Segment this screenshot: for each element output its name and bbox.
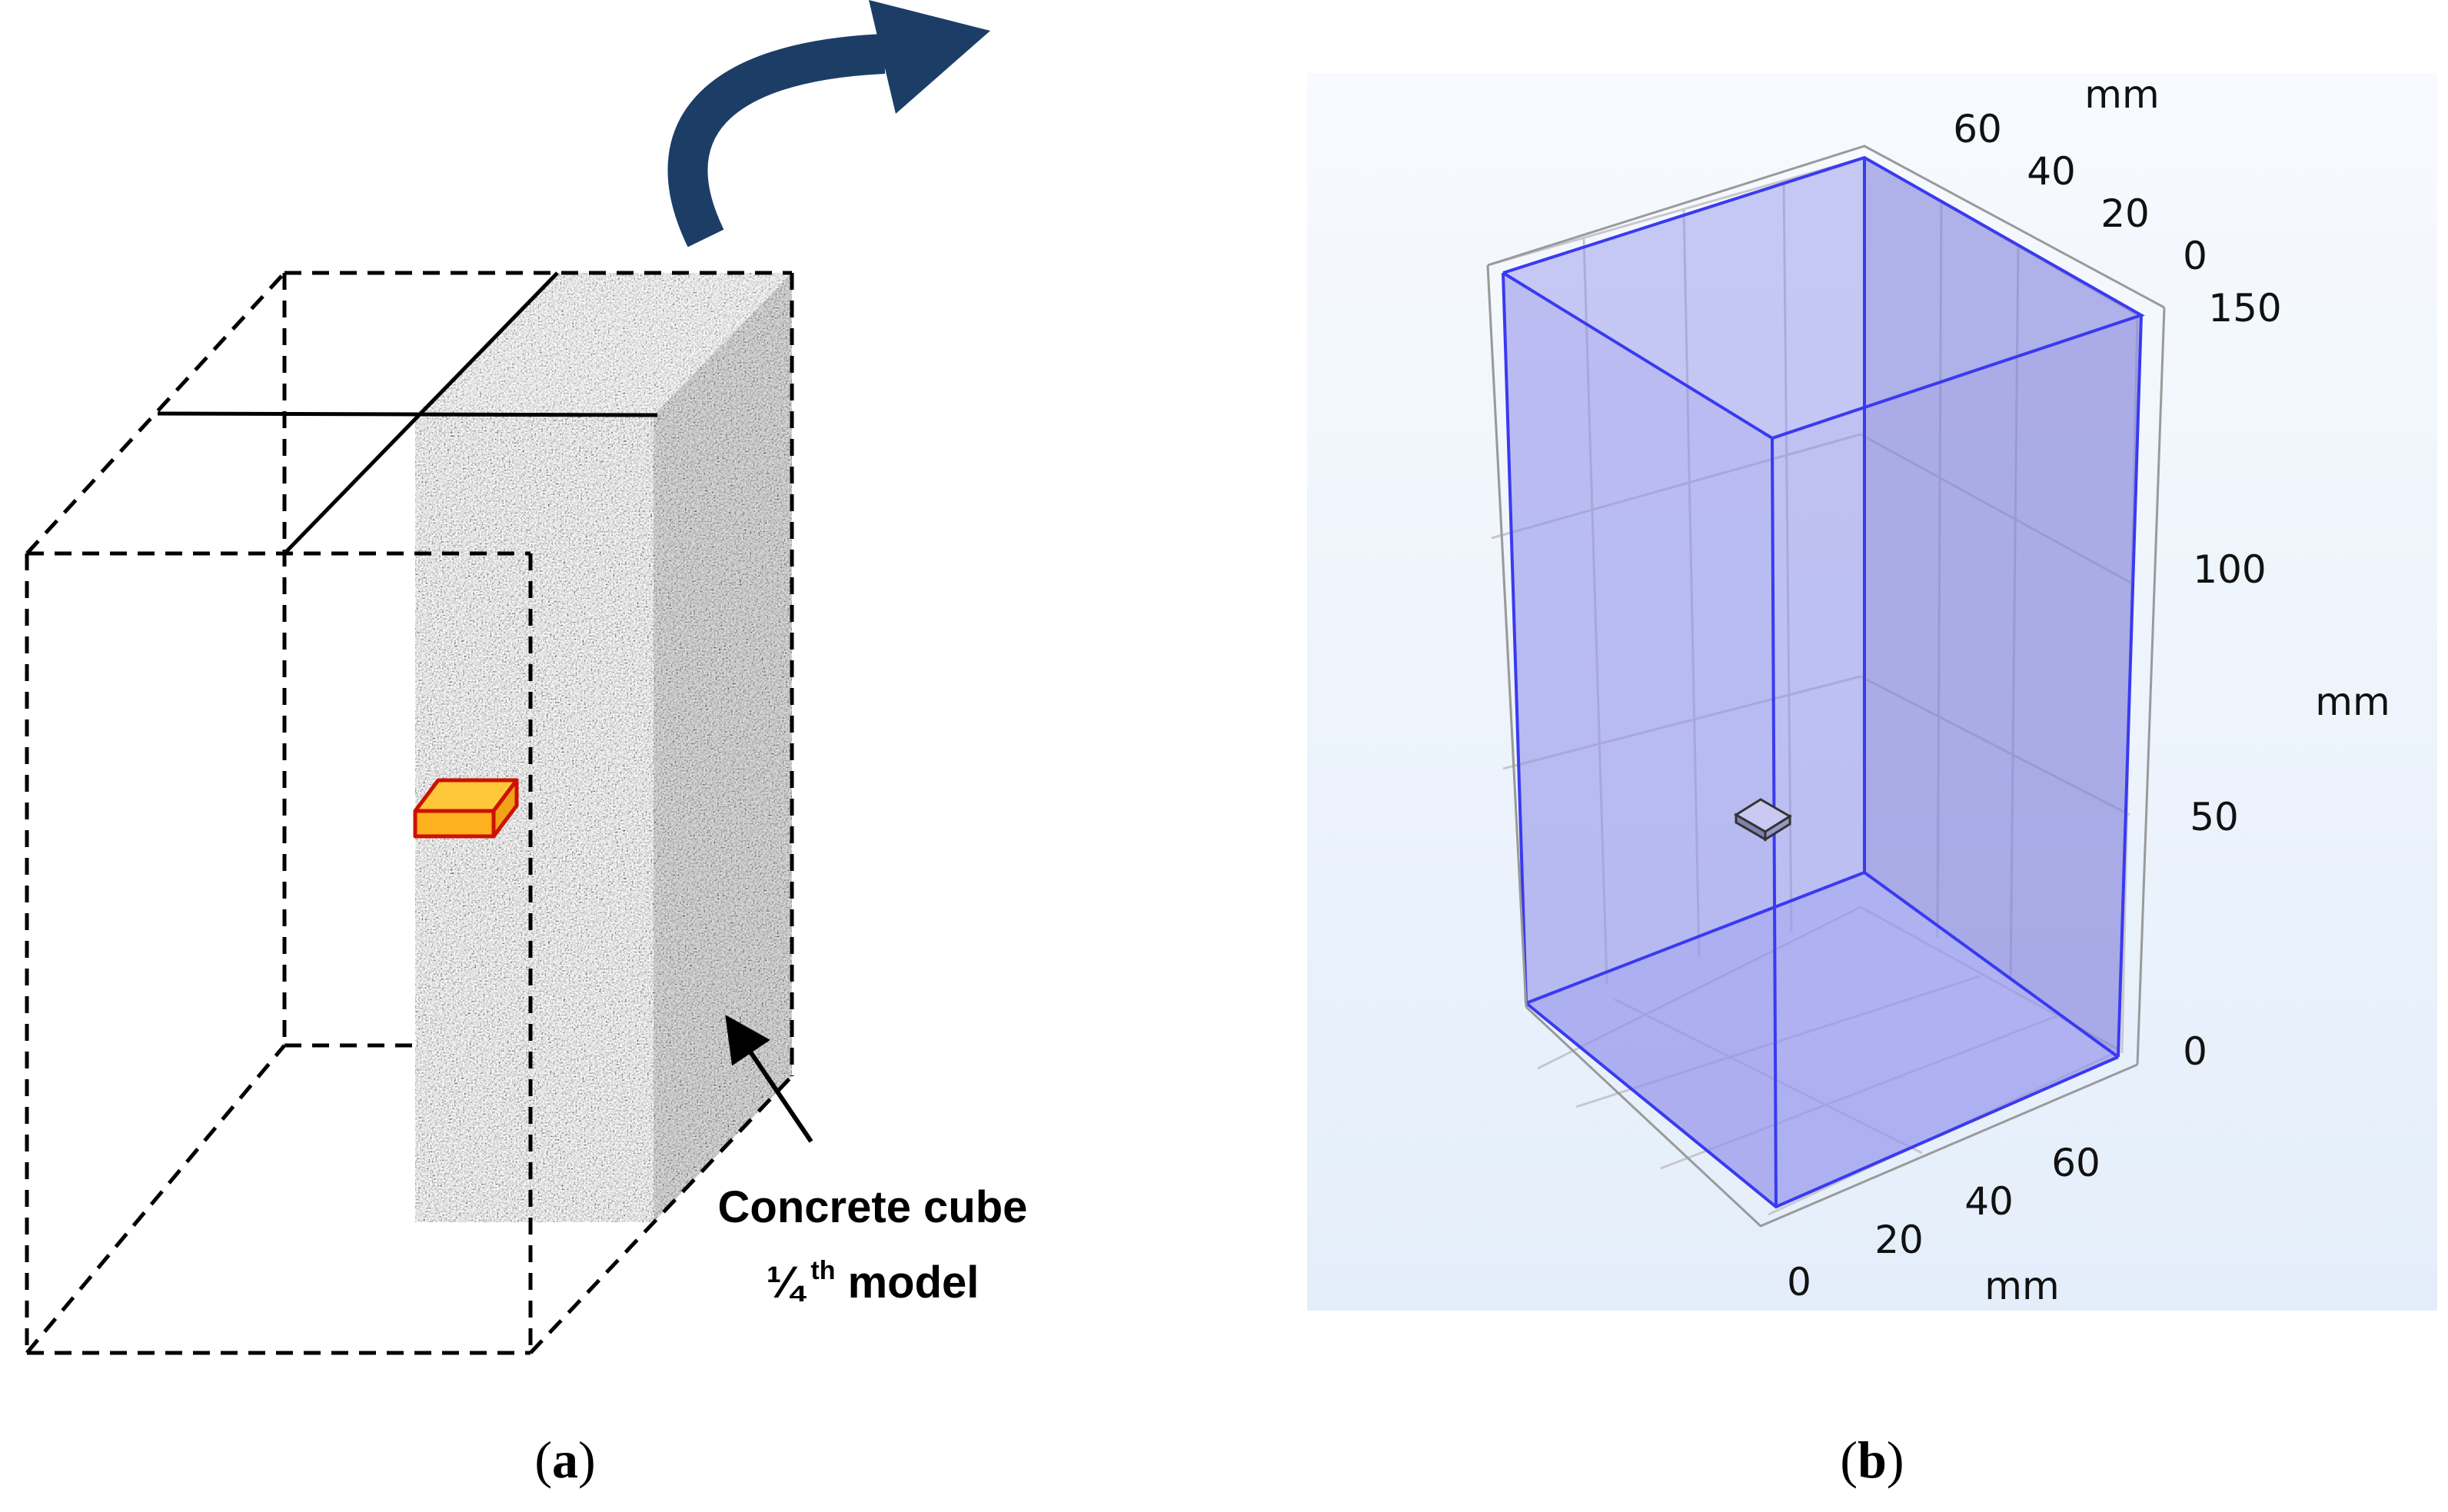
axis-unit: mm [2084,72,2159,117]
axis-tick: 40 [1964,1179,2014,1224]
section-cut-lines [157,271,658,555]
full-cube-outline [25,271,794,1355]
axis-tick: 0 [2183,234,2207,278]
axis-frame [1486,145,2166,1228]
axis-tick: 100 [2193,547,2266,592]
rotation-arrow-icon [667,0,990,248]
axis-tick: 60 [1953,107,2002,151]
panel-b: 60 40 20 0 mm 150 100 50 0 mm 60 40 20 0… [1307,72,2437,1311]
domain-box [1502,155,2145,1209]
axis-tick: 40 [2027,149,2076,194]
axis-x-bottom: 60 40 20 0 mm [1787,1141,2100,1308]
axis-tick: 20 [2100,191,2150,236]
axis-unit: mm [1984,1264,2059,1308]
caption-b: (b) [1840,1431,1904,1489]
axis-z-right: 150 100 50 0 mm [2183,286,2390,1074]
axis-tick: 50 [2190,795,2239,839]
axis-tick: 150 [2208,286,2281,331]
sensor-element-icon [1734,798,1792,842]
axis-tick: 0 [2183,1029,2207,1074]
quarter-model-label: ¼ th model [767,1256,980,1308]
axis-tick: 0 [1787,1260,1811,1304]
caption-a: (a) [534,1431,596,1489]
embedded-sensor-icon [413,778,519,839]
axis-tick: 20 [1874,1218,1924,1262]
concrete-block [415,273,792,1222]
axis-y-top: 60 40 20 0 mm [1953,72,2207,278]
concrete-cube-label: Concrete cube [718,1182,1028,1232]
axis-unit: mm [2315,680,2390,724]
pointer-arrow [725,1015,813,1143]
panel-a: Concrete cube ¼ th model [25,0,1028,1355]
axis-tick: 60 [2051,1141,2100,1185]
